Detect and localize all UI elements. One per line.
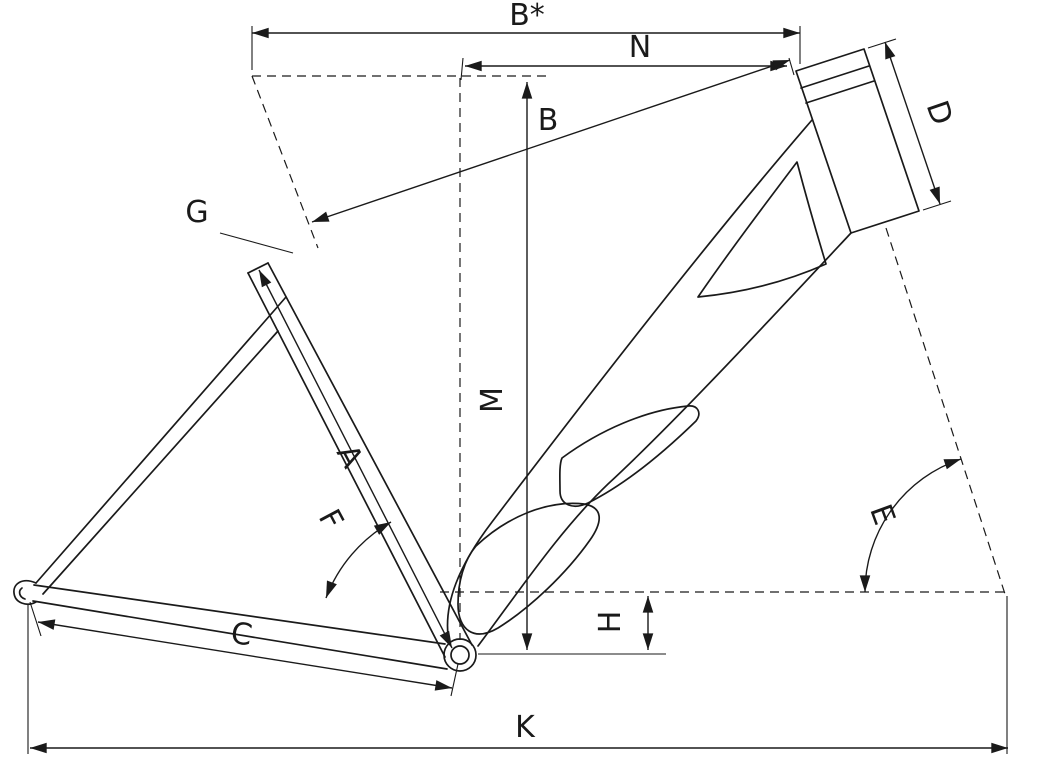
dimension-labels: B* N B D G M A F E C H K	[185, 0, 959, 745]
dim-label-k: K	[515, 710, 536, 745]
ext-c-right	[450, 663, 459, 697]
angle-arc-f	[325, 521, 392, 599]
dim-line-a	[258, 269, 453, 649]
dim-label-h: H	[593, 611, 628, 634]
angle-arc-e	[859, 458, 962, 593]
frame-cutout-slot	[558, 405, 700, 507]
seat-stay-upper	[35, 296, 287, 584]
dim-label-b: B	[538, 103, 559, 138]
head-tube	[795, 48, 920, 234]
dim-line-c	[37, 619, 453, 691]
seat-axis-dashed-extension	[251, 75, 319, 249]
seat-stay-lower	[42, 330, 279, 595]
frame-cutout-lower	[457, 502, 600, 635]
dim-label-m: M	[475, 387, 510, 413]
frame-cutout-upper	[697, 161, 827, 298]
dim-line-b	[311, 59, 791, 223]
headset-spacer-line-2	[805, 80, 875, 104]
headset-spacer-line-1	[800, 65, 870, 89]
seat-tube-top-cap	[247, 262, 269, 274]
ext-d-top	[867, 38, 897, 49]
dimension-lines	[30, 27, 1008, 754]
dim-label-b-star: B*	[509, 0, 545, 33]
dim-line-d	[884, 41, 941, 205]
dim-label-n: N	[629, 30, 651, 65]
ext-d-bottom	[922, 200, 952, 211]
steering-axis-dashed-line	[885, 227, 1006, 595]
leader-g	[219, 232, 294, 254]
dim-label-g: G	[185, 195, 208, 230]
